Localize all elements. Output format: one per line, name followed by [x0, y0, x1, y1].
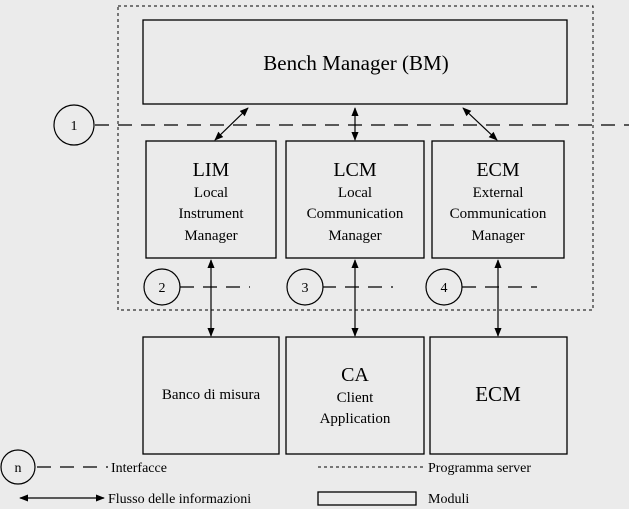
ecm-abbr: ECM: [476, 159, 520, 181]
svg-text:2: 2: [159, 281, 166, 296]
interface-2-marker: 2: [143, 268, 181, 306]
bench-manager-title: Bench Manager (BM): [263, 51, 448, 75]
flow-arrow-bm-lim: [214, 107, 249, 141]
svg-text:Communication: Communication: [307, 206, 404, 222]
legend-flow-label: Flusso delle informazioni: [108, 492, 251, 507]
svg-text:4: 4: [441, 281, 448, 296]
svg-text:Local: Local: [338, 185, 372, 201]
svg-text:Local: Local: [194, 185, 228, 201]
legend-server-label: Programma server: [428, 461, 531, 476]
banco-label: Banco di misura: [162, 387, 261, 403]
svg-text:Instrument: Instrument: [179, 206, 245, 222]
svg-text:Client: Client: [337, 390, 374, 406]
ecm-external-module: ECM: [429, 336, 568, 455]
lcm-module: LCM Local Communication Manager: [285, 140, 425, 259]
svg-text:External: External: [473, 185, 524, 201]
interface-4-marker: 4: [425, 268, 463, 306]
interface-3-marker: 3: [286, 268, 324, 306]
legend-interfaces-label: Interfacce: [111, 461, 167, 476]
bench-manager-module: Bench Manager (BM): [142, 19, 568, 105]
interface-1-marker: 1: [53, 104, 95, 146]
svg-text:Application: Application: [320, 411, 391, 427]
ca-abbr: CA: [341, 364, 369, 386]
ecm-module: ECM External Communication Manager: [431, 140, 565, 259]
legend-module-swatch: [317, 491, 417, 506]
ca-module: CA Client Application: [285, 336, 425, 455]
svg-text:Manager: Manager: [184, 228, 237, 244]
ecm-external-label: ECM: [475, 382, 521, 406]
svg-text:Communication: Communication: [450, 206, 547, 222]
lim-abbr: LIM: [193, 159, 230, 181]
legend-interface-marker: n: [0, 449, 36, 485]
svg-text:Manager: Manager: [328, 228, 381, 244]
svg-text:n: n: [15, 461, 22, 476]
lim-module: LIM Local Instrument Manager: [145, 140, 277, 259]
flow-arrow-bm-ecm: [462, 107, 498, 141]
legend-modules-label: Moduli: [428, 492, 469, 507]
svg-text:Manager: Manager: [471, 228, 524, 244]
lcm-abbr: LCM: [333, 159, 377, 181]
banco-module: Banco di misura: [142, 336, 280, 455]
svg-text:3: 3: [302, 281, 309, 296]
svg-text:1: 1: [71, 119, 78, 134]
legend: n Interfacce Programma server Flusso del…: [0, 449, 531, 507]
